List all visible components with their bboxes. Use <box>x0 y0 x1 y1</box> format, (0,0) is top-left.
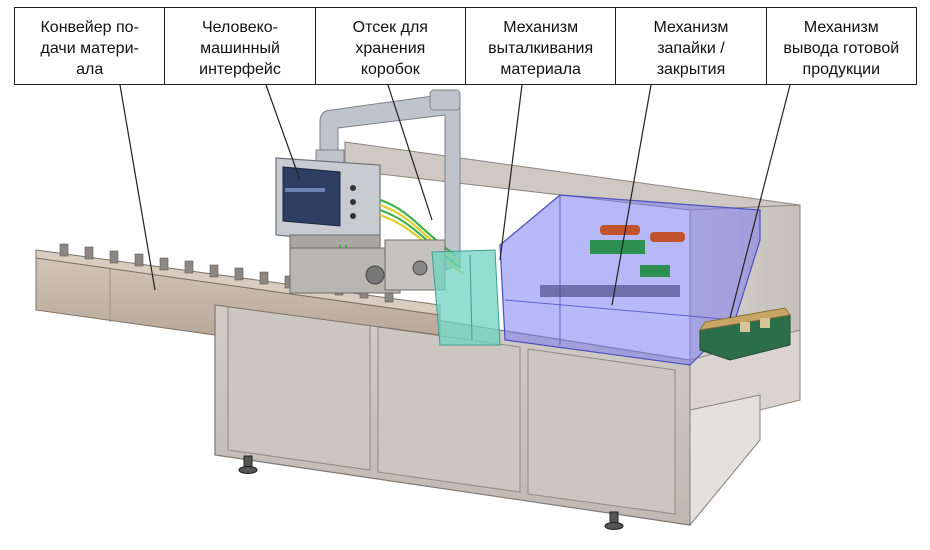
label-box-storage: Отсек для хранения коробок <box>316 8 466 84</box>
label-hmi: Человеко- машинный интерфейс <box>165 8 316 84</box>
label-output-mechanism: Механизм вывода готовой продукции <box>783 19 900 78</box>
label-feed-conveyor: Конвейер по- дачи матери- ала <box>15 8 166 84</box>
leader-box-storage <box>387 84 433 221</box>
box-storage-magazine <box>289 239 446 294</box>
screen-glare <box>285 188 325 192</box>
leader-output-mechanism <box>729 84 791 319</box>
hmi-button-icon <box>350 213 356 219</box>
sealing-cylinder-icon <box>600 225 640 235</box>
callout-label-row: Конвейер по- дачи матери- ала Человеко- … <box>14 7 917 85</box>
hmi-button-icon <box>350 185 356 191</box>
leader-feed-conveyor <box>119 84 156 291</box>
cabinet-door-2 <box>377 326 521 493</box>
machine-feet <box>238 455 624 530</box>
cabinet-door-3 <box>527 348 676 515</box>
leader-lines <box>119 84 791 319</box>
hmi-button-icon <box>350 199 356 205</box>
label-sealing-mechanism: Механизм запайки / закрытия <box>616 8 767 84</box>
sealing-cylinder-icon <box>650 232 685 242</box>
leader-hmi <box>265 84 301 181</box>
leader-sealing-mechanism <box>611 84 652 306</box>
teal-guard <box>431 249 501 346</box>
output-conveyor <box>698 307 791 361</box>
blue-guard <box>499 194 761 366</box>
cabinet-door-1 <box>227 304 371 471</box>
leader-push-mechanism <box>499 84 523 261</box>
label-push-mechanism: Механизм выталкивания материала <box>466 8 617 84</box>
